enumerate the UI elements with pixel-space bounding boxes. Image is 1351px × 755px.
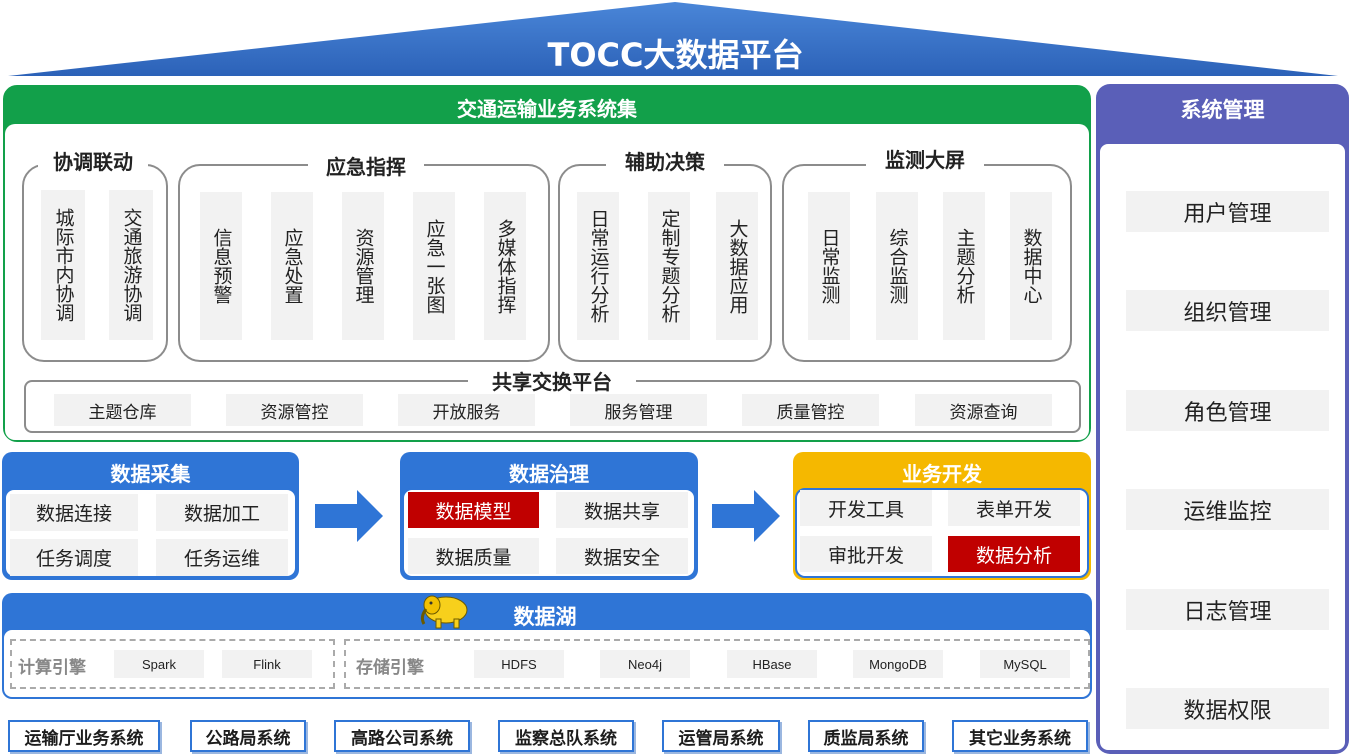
- system-data-permission[interactable]: 数据权限: [1126, 688, 1329, 729]
- item-custom-topic-analysis[interactable]: 定制专题分析: [648, 192, 690, 340]
- group-decision-title: 辅助决策: [606, 146, 724, 175]
- source-transport-dept[interactable]: 运输厅业务系统: [8, 720, 160, 752]
- source-transport-management[interactable]: 运管局系统: [662, 720, 780, 752]
- item-intercity-coordination[interactable]: 城际市内协调: [41, 190, 85, 340]
- arrow-right-icon: [712, 490, 780, 542]
- engine-mongodb[interactable]: MongoDB: [853, 650, 943, 678]
- page-title: TOCC大数据平台: [547, 36, 804, 74]
- engine-hdfs[interactable]: HDFS: [474, 650, 564, 678]
- govern-data-model[interactable]: 数据模型: [408, 492, 539, 528]
- source-other-systems[interactable]: 其它业务系统: [952, 720, 1088, 752]
- collect-task-scheduling[interactable]: 任务调度: [10, 539, 138, 576]
- govern-data-sharing[interactable]: 数据共享: [556, 492, 688, 528]
- collect-title: 数据采集: [110, 461, 191, 486]
- source-inspection-corps[interactable]: 监察总队系统: [498, 720, 634, 752]
- share-item-resource-query[interactable]: 资源查询: [915, 394, 1052, 426]
- develop-approval[interactable]: 审批开发: [800, 536, 932, 572]
- item-emergency-map[interactable]: 应急一张图: [413, 192, 455, 340]
- system-user-management[interactable]: 用户管理: [1126, 191, 1329, 232]
- arrow-right-icon: [315, 490, 383, 542]
- item-emergency-handling[interactable]: 应急处置: [271, 192, 313, 340]
- system-role-management[interactable]: 角色管理: [1126, 390, 1329, 431]
- item-resource-management[interactable]: 资源管理: [342, 192, 384, 340]
- system-ops-monitoring[interactable]: 运维监控: [1126, 489, 1329, 530]
- share-item-quality-control[interactable]: 质量管控: [742, 394, 879, 426]
- item-traffic-tourism-coordination[interactable]: 交通旅游协调: [109, 190, 153, 340]
- system-body: [1098, 142, 1347, 752]
- share-platform-title: 共享交换平台: [468, 366, 636, 395]
- roof-banner: [8, 2, 1338, 76]
- storage-engine-label: 存储引擎: [356, 658, 424, 678]
- share-item-resource-control[interactable]: 资源管控: [226, 394, 363, 426]
- govern-title: 数据治理: [509, 461, 589, 486]
- source-highway-bureau[interactable]: 公路局系统: [190, 720, 306, 752]
- develop-form[interactable]: 表单开发: [948, 490, 1080, 526]
- develop-title: 业务开发: [902, 461, 982, 486]
- source-expressway-company[interactable]: 高路公司系统: [334, 720, 470, 752]
- group-monitor-title: 监测大屏: [866, 144, 984, 173]
- engine-mysql[interactable]: MySQL: [980, 650, 1070, 678]
- engine-hbase[interactable]: HBase: [727, 650, 817, 678]
- item-daily-monitoring[interactable]: 日常监测: [808, 192, 850, 340]
- govern-data-security[interactable]: 数据安全: [556, 538, 688, 574]
- engine-spark[interactable]: Spark: [114, 650, 204, 678]
- group-emergency-title: 应急指挥: [308, 151, 424, 180]
- business-title: 交通运输业务系统集: [457, 97, 637, 121]
- item-multimedia-command[interactable]: 多媒体指挥: [484, 192, 526, 340]
- develop-data-analysis[interactable]: 数据分析: [948, 536, 1080, 572]
- engine-flink[interactable]: Flink: [222, 650, 312, 678]
- share-item-topic-warehouse[interactable]: 主题仓库: [54, 394, 191, 426]
- item-topic-analysis[interactable]: 主题分析: [943, 192, 985, 340]
- item-bigdata-application[interactable]: 大数据应用: [716, 192, 758, 340]
- source-quality-bureau[interactable]: 质监局系统: [808, 720, 924, 752]
- item-info-warning[interactable]: 信息预警: [200, 192, 242, 340]
- share-item-open-service[interactable]: 开放服务: [398, 394, 535, 426]
- collect-task-ops[interactable]: 任务运维: [156, 539, 288, 576]
- item-daily-operation-analysis[interactable]: 日常运行分析: [577, 192, 619, 340]
- system-org-management[interactable]: 组织管理: [1126, 290, 1329, 331]
- item-data-center[interactable]: 数据中心: [1010, 192, 1052, 340]
- compute-engine-box: [10, 639, 335, 689]
- govern-data-quality[interactable]: 数据质量: [408, 538, 539, 574]
- group-coordination-title: 协调联动: [38, 146, 148, 175]
- lake-title: 数据湖: [513, 605, 577, 629]
- share-item-service-management[interactable]: 服务管理: [570, 394, 707, 426]
- develop-tools[interactable]: 开发工具: [800, 490, 932, 526]
- elephant-icon: [420, 595, 468, 629]
- collect-data-connection[interactable]: 数据连接: [10, 494, 138, 531]
- storage-engine-box: [344, 639, 1090, 689]
- system-log-management[interactable]: 日志管理: [1126, 589, 1329, 630]
- collect-data-processing[interactable]: 数据加工: [156, 494, 288, 531]
- system-title: 系统管理: [1180, 98, 1265, 122]
- item-integrated-monitoring[interactable]: 综合监测: [876, 192, 918, 340]
- engine-neo4j[interactable]: Neo4j: [600, 650, 690, 678]
- compute-engine-label: 计算引擎: [18, 658, 86, 678]
